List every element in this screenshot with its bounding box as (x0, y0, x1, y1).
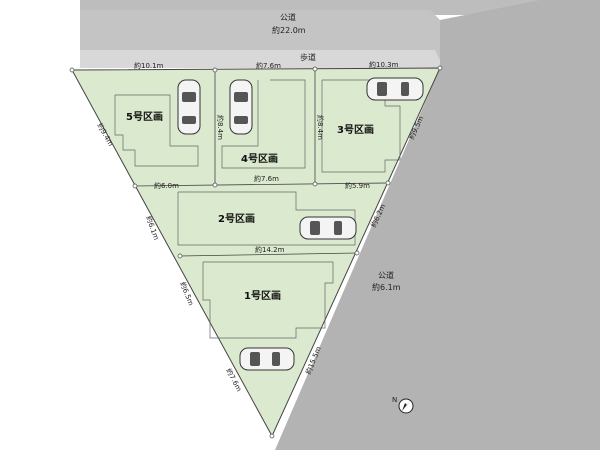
north-road-area (80, 10, 440, 60)
north-arrow-icon: N (392, 396, 414, 414)
building-outlines (114, 79, 401, 339)
east-road-lower (350, 0, 600, 450)
dim-mid-row-lot4: 約7.6m (254, 174, 279, 183)
lot5-label: 5号区画 (126, 111, 163, 123)
lot-lines (134, 69, 389, 257)
lot2-label: 2号区画 (218, 213, 255, 225)
dim-top-lot4: 約7.6m (256, 61, 281, 70)
north-road-width: 約22.0m (272, 25, 306, 35)
sidewalk-band (80, 50, 440, 68)
dim-lot4-depth: 約8.4m (216, 115, 225, 140)
sidewalk-label: 歩道 (300, 52, 316, 62)
dim-lot2-bottom: 約14.2m (255, 245, 285, 254)
dim-top-lot3: 約10.3m (369, 60, 399, 69)
dim-mid-right: 約5.9m (345, 181, 370, 190)
car-icon (229, 79, 253, 135)
lot1-label: 1号区画 (244, 290, 281, 302)
east-road-label: 公道 (378, 270, 394, 280)
car-icon (366, 77, 424, 101)
car-icon (299, 216, 357, 240)
dim-top-lot5: 約10.1m (134, 61, 164, 70)
lot4-label: 4号区画 (241, 153, 278, 165)
north-road-label: 公道 (280, 12, 296, 22)
north-arrow-letter: N (392, 396, 397, 404)
dim-mid-left: 約6.0m (154, 181, 179, 190)
dim-lot3-left: 約8.4m (316, 115, 325, 140)
vertex-markers (69, 65, 443, 439)
car-icon (177, 79, 201, 135)
car-icon (239, 347, 295, 371)
lot3-label: 3号区画 (337, 124, 374, 136)
east-road-width: 約6.1m (372, 282, 401, 292)
